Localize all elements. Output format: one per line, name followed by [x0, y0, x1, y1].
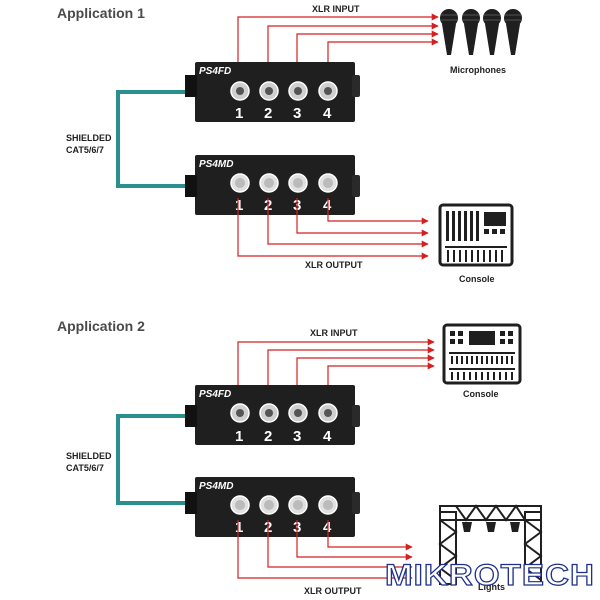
- console-icon: [438, 203, 514, 267]
- cable-label-line2-1: CAT5/6/7: [66, 145, 104, 155]
- ps4fd-model-label-2: PS4FD: [199, 389, 231, 400]
- xlr-female-connector: [230, 403, 338, 423]
- cable-label-line2-2: CAT5/6/7: [66, 463, 104, 473]
- xlr-output-lines-2: [237, 520, 413, 582]
- channel-number: 3: [293, 105, 301, 122]
- console-label-2: Console: [463, 389, 499, 399]
- xlr-input-label-1: XLR INPUT: [312, 4, 360, 14]
- channel-number: 1: [235, 105, 243, 122]
- xlr-output-label-1: XLR OUTPUT: [305, 260, 363, 270]
- stage-light-icon: [462, 522, 520, 532]
- ps4md-unit-2: PS4MD 1 2 3 4: [185, 477, 360, 537]
- xlr-female-connector: [230, 81, 338, 101]
- ps4fd-unit-1: PS4FD 1 2 3 4: [185, 62, 360, 122]
- ps4fd-model-label-1: PS4FD: [199, 66, 231, 77]
- cable-label-line1-1: SHIELDED: [66, 133, 112, 143]
- cat-cable-2: [116, 414, 185, 505]
- xlr-output-label-2: XLR OUTPUT: [304, 586, 362, 596]
- channel-number: 3: [293, 428, 301, 445]
- cable-label-line1-2: SHIELDED: [66, 451, 112, 461]
- channel-number: 4: [323, 428, 332, 445]
- xlr-output-lines-1: [237, 198, 429, 260]
- xlr-input-label-2: XLR INPUT: [310, 328, 358, 338]
- xlr-male-connector: [230, 495, 338, 515]
- channel-number: 1: [235, 428, 243, 445]
- svg-text:MIKROTECH: MIKROTECH: [385, 559, 595, 592]
- lights-label: Lights: [478, 582, 505, 592]
- xlr-male-connector: [230, 173, 338, 193]
- console-label-1: Console: [459, 274, 495, 284]
- microphones-label: Microphones: [450, 65, 506, 75]
- mikrotech-watermark: MIKROTECH: [384, 558, 595, 592]
- console-icon: [442, 323, 522, 385]
- application-2-title: Application 2: [57, 318, 145, 334]
- ps4md-unit-1: PS4MD 1 2 3 4: [185, 155, 360, 215]
- ps4fd-unit-2: PS4FD 1 2 3 4: [185, 385, 360, 445]
- channel-number: 1: [235, 197, 243, 214]
- xlr-input-lines-2: [237, 338, 435, 392]
- application-1-title: Application 1: [57, 5, 145, 21]
- lighting-truss-icon: [438, 504, 543, 585]
- channel-number: 2: [264, 428, 272, 445]
- channel-number: 1: [235, 519, 243, 536]
- channel-number: 2: [264, 105, 272, 122]
- cat-cable-1: [116, 90, 185, 188]
- channel-number: 4: [323, 105, 332, 122]
- application-1: Application 1 XLR INPUT PS4FD 1 2 3 4: [57, 4, 522, 284]
- application-2: Application 2 XLR INPUT PS4FD 1 2 3 4: [57, 318, 543, 596]
- ps4md-model-label-1: PS4MD: [199, 159, 233, 170]
- ps4md-model-label-2: PS4MD: [199, 481, 233, 492]
- microphones-icon: [440, 9, 522, 55]
